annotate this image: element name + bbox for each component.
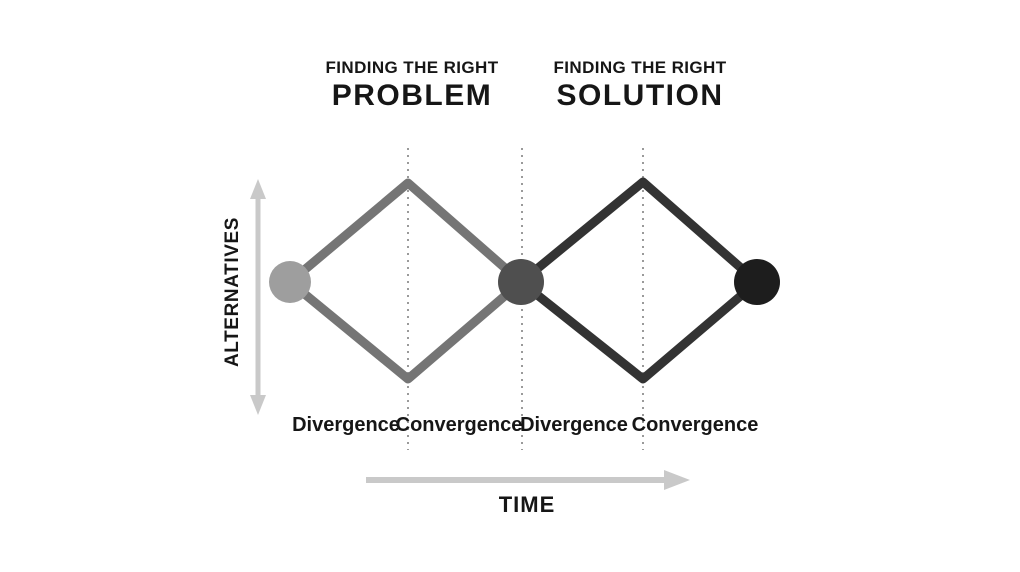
phase-label-convergence-1: Convergence (395, 414, 523, 436)
time-axis-arrow-head-icon (664, 470, 690, 490)
problem-title-block: FINDING THE RIGHT PROBLEM (282, 58, 542, 114)
solution-diamond (516, 177, 762, 384)
end-node (734, 259, 780, 305)
phase-label-divergence-2: Divergence (520, 414, 628, 436)
alternatives-axis-arrow-down-icon (250, 395, 266, 415)
solution-title-eyebrow: FINDING THE RIGHT (553, 58, 727, 77)
problem-title-main: PROBLEM (331, 79, 493, 113)
solution-title-main: SOLUTION (556, 79, 724, 113)
problem-title-eyebrow: FINDING THE RIGHT (325, 58, 499, 77)
alternatives-axis-label: ALTERNATIVES (222, 216, 243, 368)
phase-label-convergence-2: Convergence (631, 414, 759, 436)
alternatives-axis-arrow-up-icon (250, 179, 266, 199)
start-node (269, 261, 311, 303)
midpoint-node (498, 259, 544, 305)
solution-title-block: FINDING THE RIGHT SOLUTION (510, 58, 770, 114)
time-axis-label: TIME (498, 492, 556, 517)
phase-label-divergence-1: Divergence (292, 414, 400, 436)
problem-diamond (285, 178, 526, 384)
